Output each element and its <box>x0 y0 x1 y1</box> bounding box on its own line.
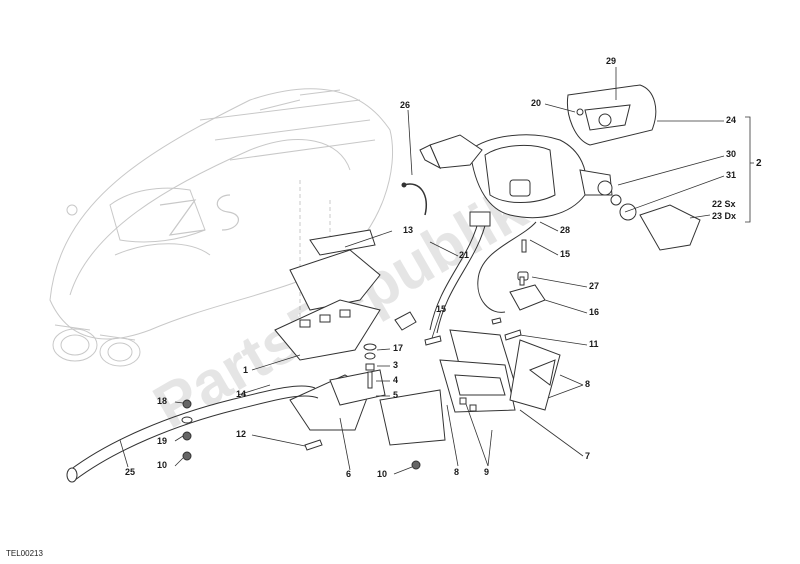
callout-3: 3 <box>393 360 399 370</box>
turn-signal-left <box>419 134 483 170</box>
callout-12: 12 <box>236 429 247 439</box>
callout-16: 16 <box>589 307 600 317</box>
callout-13: 13 <box>403 225 414 235</box>
relay-unit <box>509 271 546 311</box>
callout-14: 14 <box>236 389 247 399</box>
callout-11: 11 <box>589 339 599 349</box>
callout-24: 24 <box>726 115 737 125</box>
callout-31: 31 <box>726 170 737 180</box>
callout-8-left: 8 <box>454 467 460 477</box>
callout-20: 20 <box>531 98 542 108</box>
callout-17: 17 <box>393 343 404 353</box>
leader-lines <box>119 67 754 475</box>
callout-28: 28 <box>560 225 571 235</box>
callout-22-sx: 22 Sx <box>712 199 736 209</box>
callout-29: 29 <box>606 56 617 66</box>
callout-18: 18 <box>157 396 168 406</box>
callout-10-bottom: 10 <box>377 469 388 479</box>
callout-30: 30 <box>726 149 737 159</box>
grab-bar-tube <box>66 385 319 483</box>
diagram-id-code: TEL00213 <box>6 549 43 558</box>
tail-light-assembly <box>469 84 657 219</box>
callout-26: 26 <box>400 100 411 110</box>
zs-logo-ghost <box>159 194 239 236</box>
callout-4: 4 <box>393 375 399 385</box>
wiring-harness <box>394 182 537 334</box>
support-bracket <box>274 229 381 361</box>
callout-5: 5 <box>393 390 399 400</box>
callout-10-left: 10 <box>157 460 168 470</box>
number-plate-holder <box>439 329 561 413</box>
callout-19: 19 <box>157 436 168 446</box>
callout-25: 25 <box>125 467 136 477</box>
callout-21: 21 <box>459 250 470 260</box>
callout-9: 9 <box>484 467 490 477</box>
callout-7: 7 <box>585 451 591 461</box>
callout-8-right: 8 <box>585 379 591 389</box>
callout-23-dx: 23 Dx <box>712 211 737 221</box>
callout-15-upper: 15 <box>560 249 571 259</box>
callout-1: 1 <box>243 365 249 375</box>
callout-15-lower: 15 <box>436 304 447 314</box>
turn-signal-right <box>619 203 701 251</box>
callout-2: 2 <box>756 158 762 169</box>
callout-27: 27 <box>589 281 600 291</box>
callout-6: 6 <box>346 469 352 479</box>
